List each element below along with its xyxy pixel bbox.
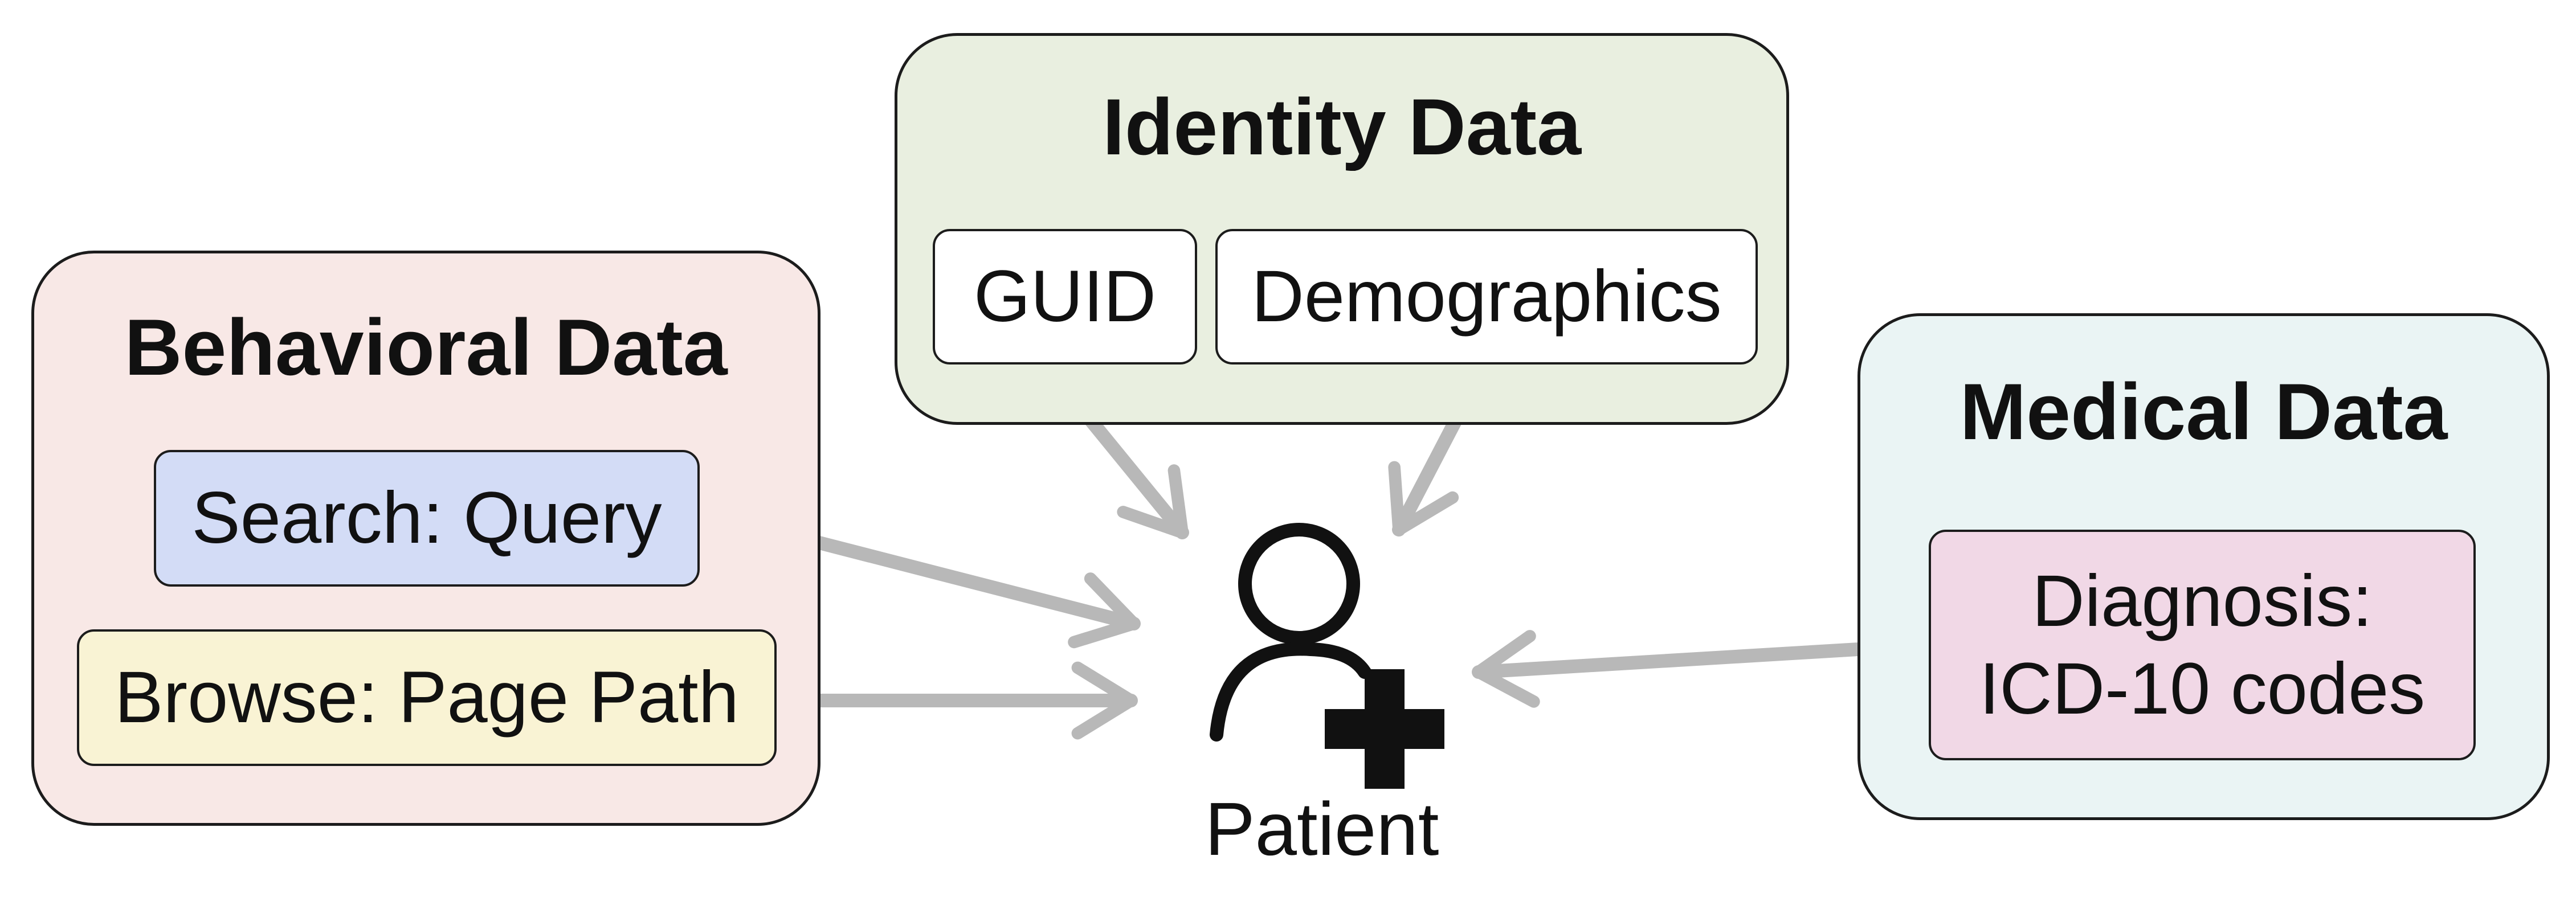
identity-data-title: Identity Data xyxy=(1102,82,1582,171)
diagnosis-chip: Diagnosis: ICD-10 codes xyxy=(1929,530,2476,760)
search-query-chip: Search: Query xyxy=(154,450,700,587)
demographics-chip: Demographics xyxy=(1215,229,1758,364)
browse-page-path-chip: Browse: Page Path xyxy=(77,629,777,766)
patient-plus-icon xyxy=(1210,523,1444,789)
behavioral-data-title: Behavioral Data xyxy=(124,302,728,392)
medical-data-title: Medical Data xyxy=(1959,367,2448,456)
patient-label: Patient xyxy=(1205,787,1439,871)
guid-chip: GUID xyxy=(933,229,1197,364)
arrow-diagnosis-to-patient xyxy=(1472,630,1913,708)
